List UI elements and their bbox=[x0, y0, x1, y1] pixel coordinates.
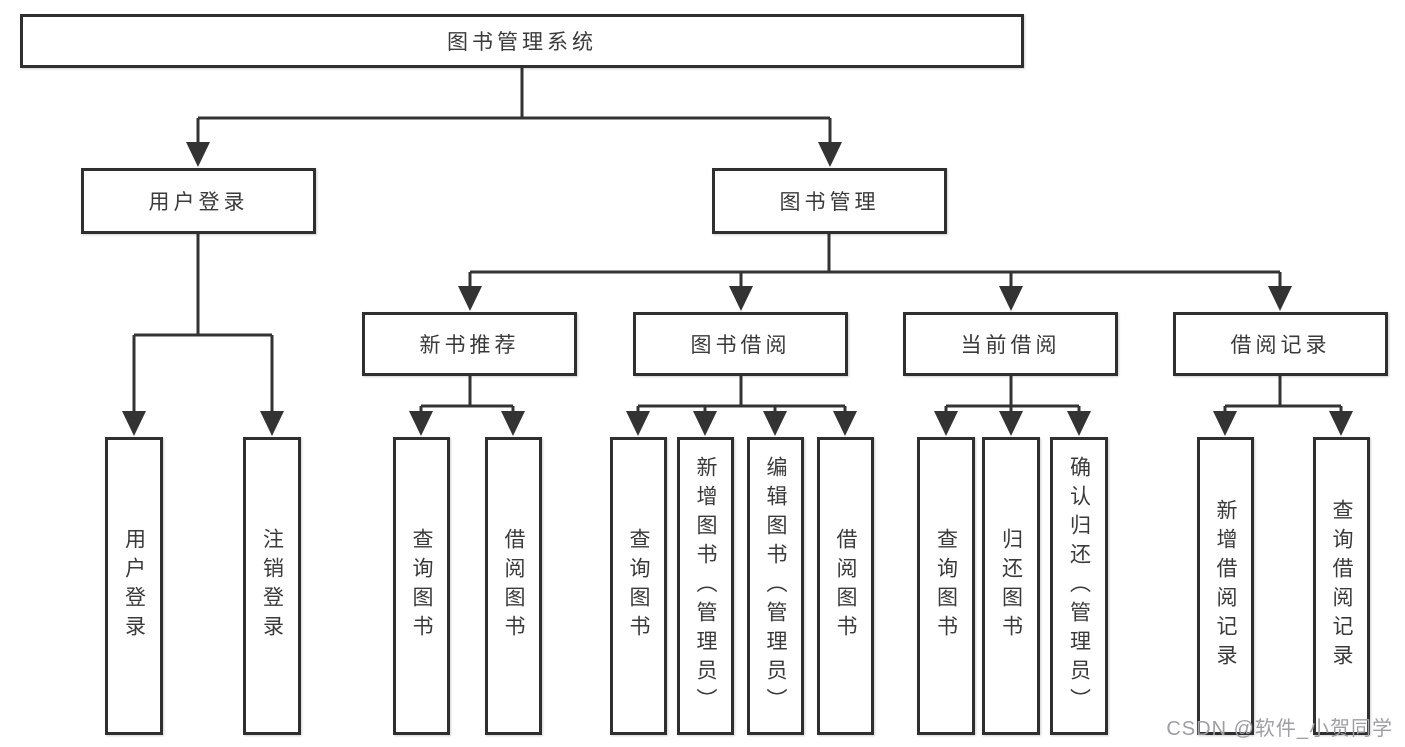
leaf-label: 借阅图书 bbox=[834, 528, 857, 644]
arrowhead-icons bbox=[122, 142, 1353, 436]
leaf-confirm-return-admin: 确认归还（管理员） bbox=[1050, 437, 1108, 735]
leaf-query-books-current: 查询图书 bbox=[917, 437, 975, 735]
node-library-management-system: 图书管理系统 bbox=[20, 14, 1024, 68]
node-book-borrowing: 图书借阅 bbox=[633, 312, 848, 376]
leaf-return-books: 归还图书 bbox=[982, 437, 1040, 735]
node-book-management: 图书管理 bbox=[712, 168, 947, 234]
leaf-label: 编辑图书（管理员） bbox=[764, 455, 787, 717]
leaf-add-borrow-record: 新增借阅记录 bbox=[1197, 437, 1254, 735]
leaf-user-login: 用户登录 bbox=[105, 437, 163, 735]
leaf-label: 注销登录 bbox=[260, 528, 284, 644]
leaf-logout: 注销登录 bbox=[243, 437, 301, 735]
leaf-query-books-recommend: 查询图书 bbox=[393, 437, 450, 735]
leaf-borrow-books-recommend: 借阅图书 bbox=[485, 437, 542, 735]
watermark-text: CSDN @软件_小贺同学 bbox=[1166, 718, 1393, 740]
leaf-borrow-books-borrowing: 借阅图书 bbox=[817, 437, 874, 735]
leaf-label: 借阅图书 bbox=[502, 528, 525, 644]
leaf-label: 新增图书（管理员） bbox=[694, 455, 717, 717]
leaf-label: 用户登录 bbox=[122, 528, 146, 644]
leaf-edit-book-admin: 编辑图书（管理员） bbox=[747, 437, 804, 735]
node-current-borrowing: 当前借阅 bbox=[903, 312, 1118, 376]
node-borrowing-records: 借阅记录 bbox=[1173, 312, 1388, 376]
leaf-label: 查询图书 bbox=[934, 528, 958, 644]
leaf-label: 新增借阅记录 bbox=[1214, 499, 1237, 673]
leaf-label: 归还图书 bbox=[999, 528, 1023, 644]
leaf-label: 查询借阅记录 bbox=[1330, 499, 1353, 673]
leaf-label: 确认归还（管理员） bbox=[1067, 455, 1091, 717]
leaf-query-books-borrowing: 查询图书 bbox=[610, 437, 667, 735]
leaf-label: 查询图书 bbox=[627, 528, 650, 644]
leaf-add-book-admin: 新增图书（管理员） bbox=[677, 437, 734, 735]
leaf-query-borrow-record: 查询借阅记录 bbox=[1313, 437, 1370, 735]
node-user-login: 用户登录 bbox=[81, 168, 316, 234]
node-new-book-recommendation: 新书推荐 bbox=[362, 312, 577, 376]
leaf-label: 查询图书 bbox=[410, 528, 433, 644]
